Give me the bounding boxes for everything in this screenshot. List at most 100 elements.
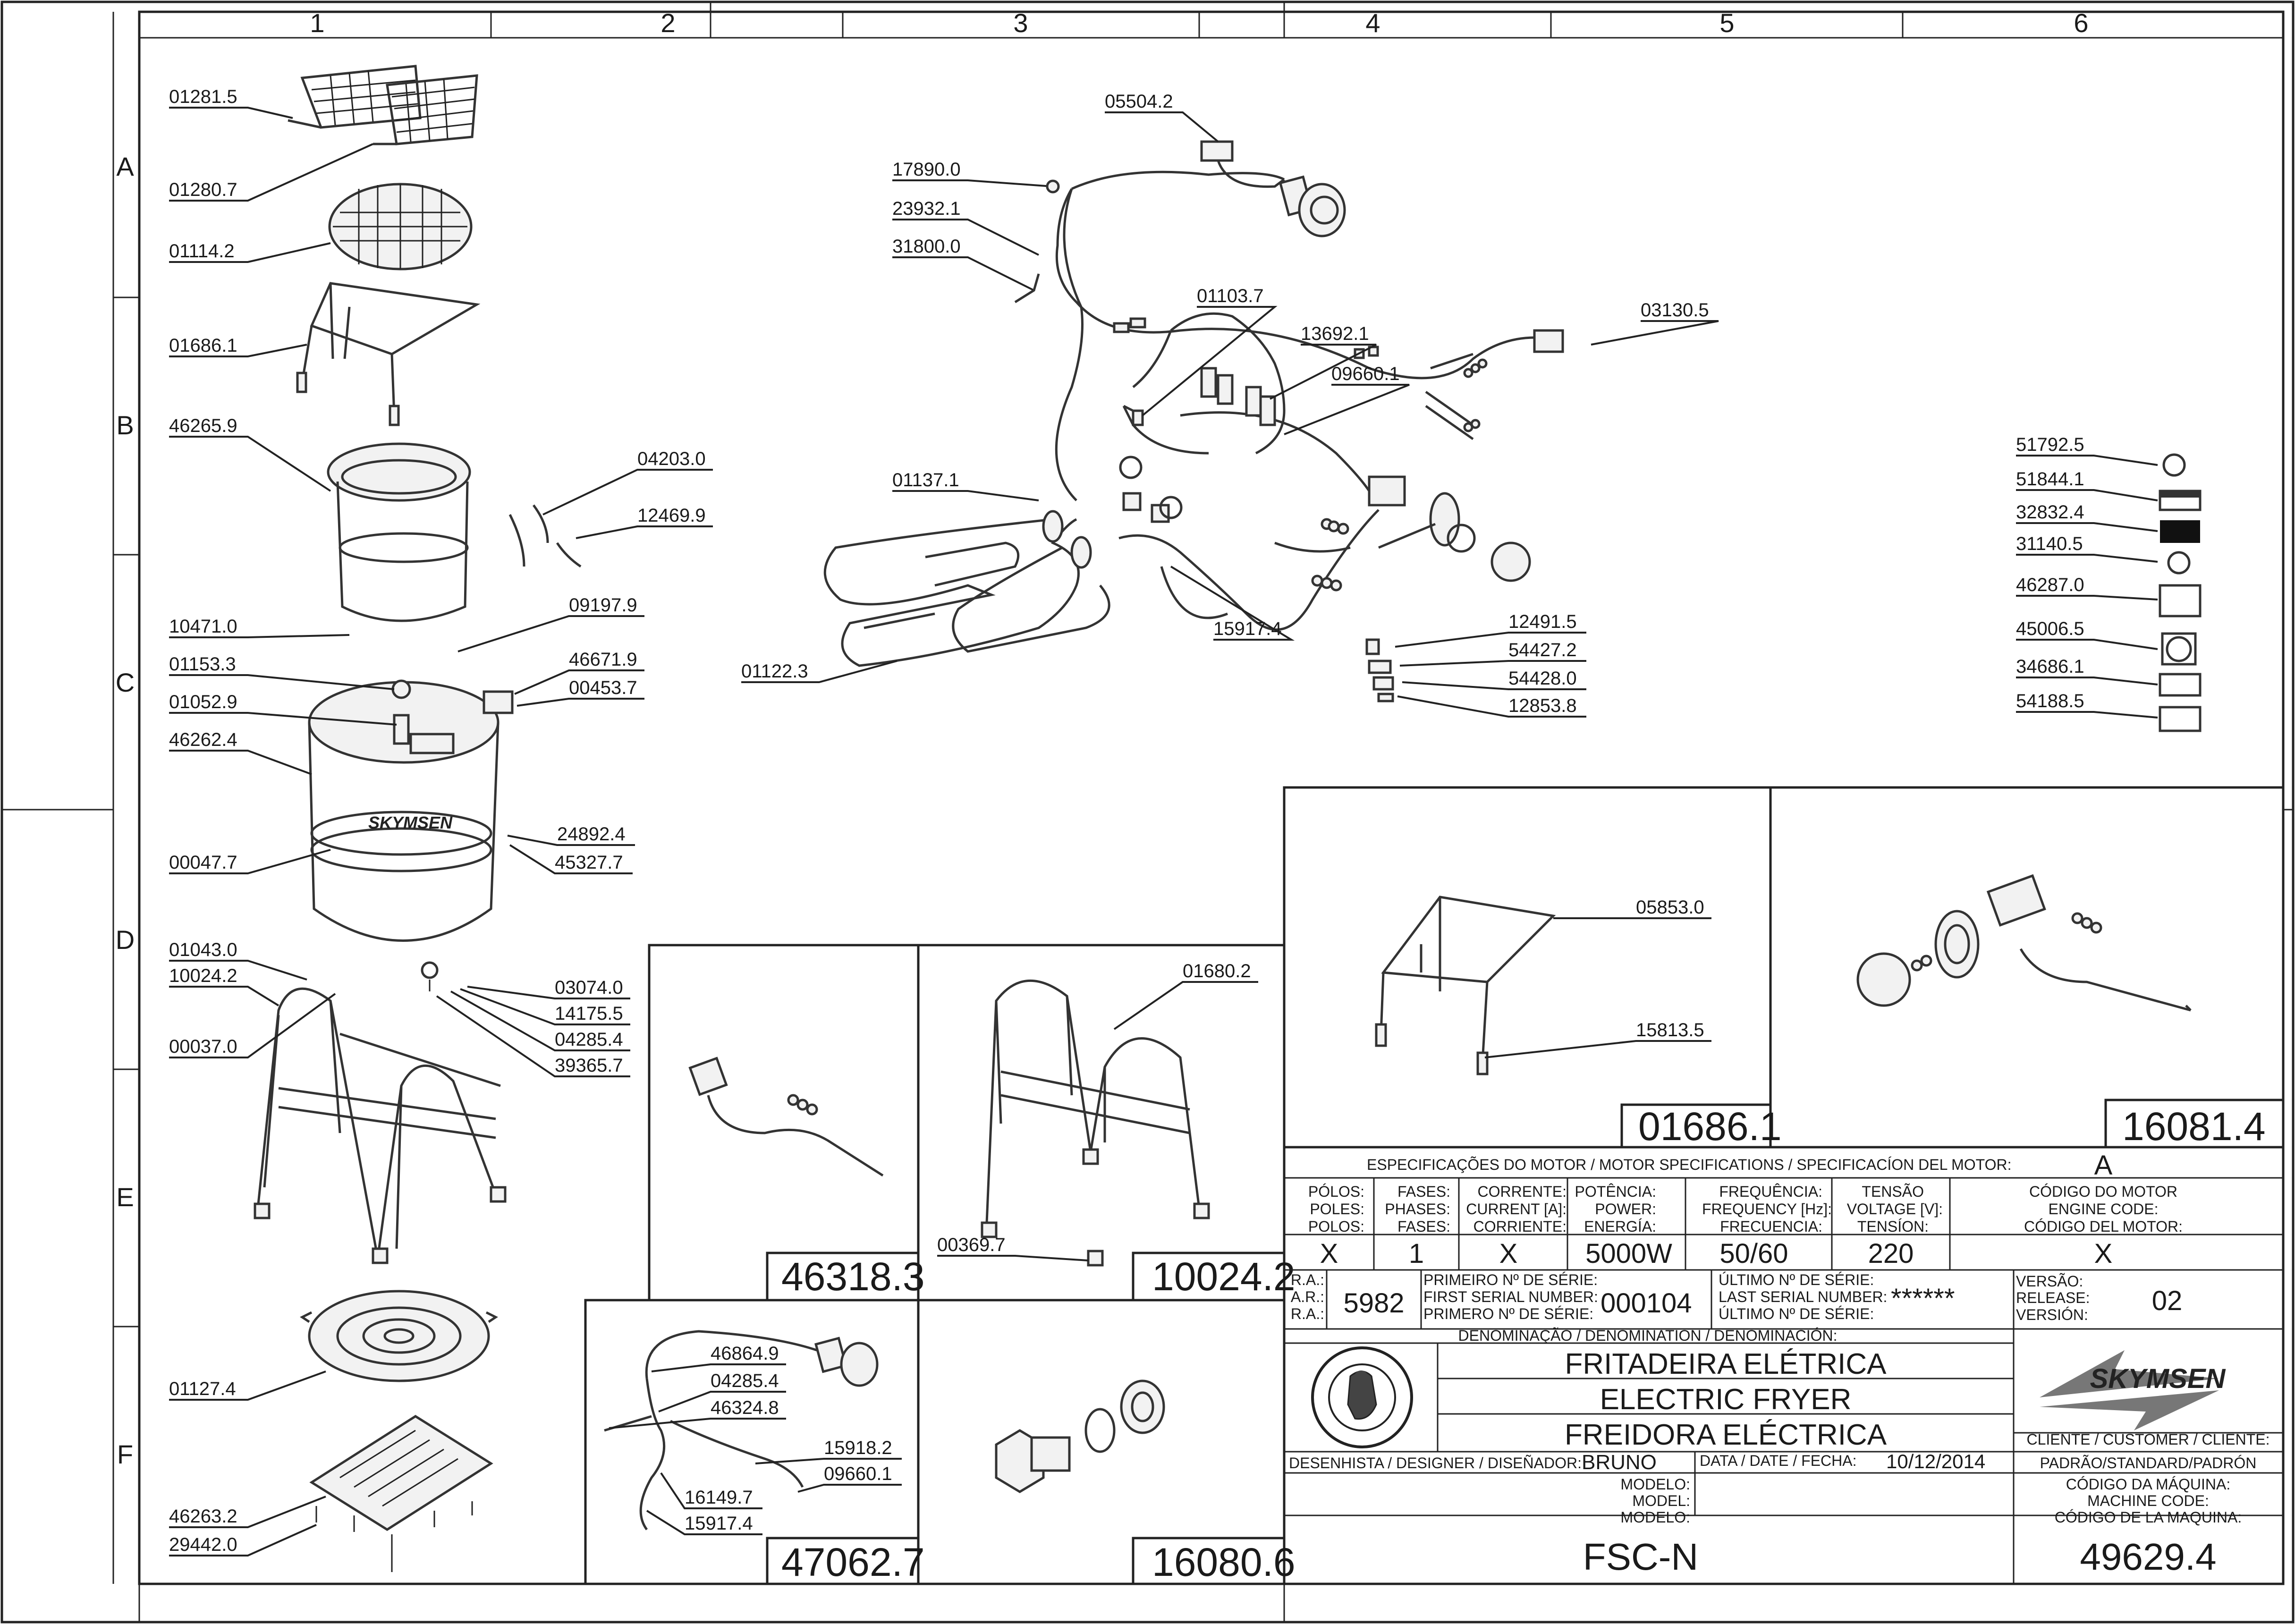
- motor-spec-table-lines: [1284, 1146, 2283, 1271]
- callout-01127-4: 01127.4: [169, 1379, 236, 1399]
- callout-46265-9: 46265.9: [169, 415, 237, 436]
- grid-row-f: F: [117, 1439, 133, 1469]
- callout-12491-5: 12491.5: [1508, 611, 1577, 632]
- ra-label-es: R.A.:: [1291, 1305, 1324, 1322]
- panel-control-drawing: [688, 1057, 884, 1177]
- wiring-assembly-drawing: [823, 140, 1564, 702]
- power-label-en: POWER:: [1595, 1201, 1656, 1218]
- callout-15917-4: 15917.4: [1213, 618, 1282, 639]
- callout-01043-0: 01043.0: [169, 939, 237, 960]
- machine-code-value: 49629.4: [2080, 1536, 2216, 1578]
- callout-01137-1: 01137.1: [892, 470, 959, 491]
- product-name-es: FREIDORA ELÉCTRICA: [1565, 1419, 1887, 1451]
- panel-thermostat-drawing: [1856, 874, 2192, 1012]
- last-serial-label-es: ÚLTIMO Nº DE SÉRIE:: [1719, 1305, 1874, 1322]
- panel-number-16080-6: 16080.6: [1152, 1540, 1296, 1584]
- panel-number-01686-1: 01686.1: [1638, 1104, 1782, 1149]
- model-label-es: MODELO:: [1620, 1509, 1690, 1526]
- motor-spec-heading-value: A: [2094, 1150, 2113, 1181]
- callout-01114-2: 01114.2: [169, 241, 235, 262]
- voltage-label-en: VOLTAGE [V]:: [1847, 1201, 1943, 1218]
- cabinet-brand-mark: SKYMSEN: [368, 813, 453, 832]
- frequency-label-en: FREQUENCY [Hz]:: [1702, 1201, 1832, 1218]
- callout-17890-0: 17890.0: [892, 159, 961, 180]
- grid-row-c: C: [116, 668, 135, 697]
- poles-label-en: POLES:: [1310, 1201, 1364, 1218]
- frequency-label-pt: FREQUÊNCIA:: [1719, 1183, 1822, 1200]
- voltage-label-pt: TENSÃO: [1862, 1183, 1924, 1200]
- ra-label-pt: R.A.:: [1291, 1271, 1324, 1288]
- title-block-lines: [1284, 1270, 2283, 1584]
- stand-frame-drawing: [254, 987, 507, 1264]
- frequency-value: 50/60: [1719, 1238, 1788, 1269]
- version-label-es: VERSIÓN:: [2016, 1306, 2088, 1323]
- grid-row-d: D: [116, 925, 135, 955]
- denomination-label: DENOMINAÇÃO / DENOMINATION / DENOMINACIÓ…: [1458, 1327, 1838, 1344]
- grid-row-e: E: [116, 1182, 134, 1212]
- callout-01153-3: 01153.3: [169, 654, 236, 675]
- engine-code-value: X: [2094, 1238, 2113, 1269]
- panel-number-47062-7: 47062.7: [781, 1540, 925, 1584]
- callout-09197-9: 09197.9: [569, 595, 637, 616]
- grid-col-3: 3: [1013, 8, 1028, 38]
- model-label-en: MODEL:: [1632, 1492, 1690, 1509]
- callout-03074-0: 03074.0: [555, 977, 623, 998]
- machine-code-label-en: MACHINE CODE:: [2087, 1492, 2209, 1509]
- customer-value: PADRÃO/STANDARD/PADRÓN: [2040, 1455, 2257, 1472]
- fryer-cabinet-drawing: SKYMSEN: [308, 679, 514, 942]
- poles-label-pt: PÓLOS:: [1308, 1183, 1364, 1200]
- first-serial-label-en: FIRST SERIAL NUMBER:: [1423, 1288, 1598, 1305]
- callout-45327-7: 45327.7: [555, 852, 623, 873]
- callout-46262-4: 46262.4: [169, 729, 237, 750]
- version-value: 02: [2152, 1286, 2183, 1316]
- callout-32832-4: 32832.4: [2016, 502, 2084, 523]
- grid-col-4: 4: [1365, 8, 1380, 38]
- voltage-label-es: TENSÍON:: [1857, 1218, 1929, 1235]
- callout-09660-1-b: 09660.1: [824, 1463, 892, 1484]
- callout-00047-7: 00047.7: [169, 852, 237, 873]
- version-label-en: RELEASE:: [2016, 1289, 2090, 1306]
- callout-01686-1: 01686.1: [169, 335, 237, 356]
- engine-code-label-en: ENGINE CODE:: [2049, 1201, 2159, 1218]
- phases-label-pt: FASES:: [1397, 1183, 1450, 1200]
- panel-stand-drawing: 01680.2 00369.7: [937, 961, 1258, 1267]
- motor-spec-table: ESPECIFICAÇÕES DO MOTOR / MOTOR SPECIFIC…: [1308, 1150, 2183, 1269]
- callout-31800-0: 31800.0: [892, 236, 961, 257]
- brand-logo-text: SKYMSEN: [2090, 1363, 2226, 1394]
- callout-31140-5: 31140.5: [2016, 533, 2083, 554]
- engine-code-label-pt: CÓDIGO DO MOTOR: [2029, 1183, 2177, 1200]
- callout-04285-4: 04285.4: [555, 1029, 623, 1050]
- frequency-label-es: FRECUENCIA:: [1720, 1218, 1822, 1235]
- current-value: X: [1499, 1238, 1518, 1269]
- callout-46671-9: 46671.9: [569, 649, 637, 670]
- voltage-value: 220: [1868, 1238, 1914, 1269]
- date-value: 10/12/2014: [1886, 1450, 1985, 1472]
- phases-label-en: PHASES:: [1385, 1201, 1450, 1218]
- callouts-col3: 05504.2 17890.0 23932.1 31800.0 01103.7 …: [741, 91, 1719, 718]
- heater-cover-drawing: [300, 1290, 498, 1382]
- callout-51844-1: 51844.1: [2016, 469, 2084, 490]
- panel-numbers: 01686.1 16081.4 46318.3 10024.2 47062.7 …: [781, 1104, 2266, 1584]
- current-label-en: CURRENT [A]:: [1466, 1201, 1567, 1218]
- grid-row-b: B: [116, 410, 134, 440]
- product-name-en: ELECTRIC FRYER: [1600, 1383, 1852, 1416]
- callout-04285-4-b: 04285.4: [711, 1370, 779, 1391]
- callout-00369-7: 00369.7: [937, 1235, 1006, 1255]
- callout-01280-7: 01280.7: [169, 179, 237, 200]
- callout-03130-5: 03130.5: [1641, 300, 1709, 321]
- callout-15917-4-b: 15917.4: [685, 1513, 753, 1534]
- machine-code-label-pt: CÓDIGO DA MÁQUINA:: [2066, 1476, 2230, 1493]
- grid-col-1: 1: [310, 8, 324, 38]
- callout-13692-1: 13692.1: [1301, 323, 1369, 344]
- callout-45006-5: 45006.5: [2016, 618, 2084, 639]
- power-value: 5000W: [1585, 1238, 1672, 1269]
- grid-row-labels: A B C D E F: [116, 152, 135, 1469]
- brand-logo: SKYMSEN: [2040, 1350, 2226, 1430]
- callout-15813-5: 15813.5: [1636, 1020, 1704, 1040]
- first-serial-label-es: PRIMERO Nº DE SÉRIE:: [1423, 1305, 1593, 1322]
- callout-09660-1: 09660.1: [1331, 364, 1400, 384]
- engine-code-label-es: CÓDIGO DEL MOTOR:: [2024, 1218, 2183, 1235]
- designer-value: BRUNO: [1582, 1451, 1657, 1474]
